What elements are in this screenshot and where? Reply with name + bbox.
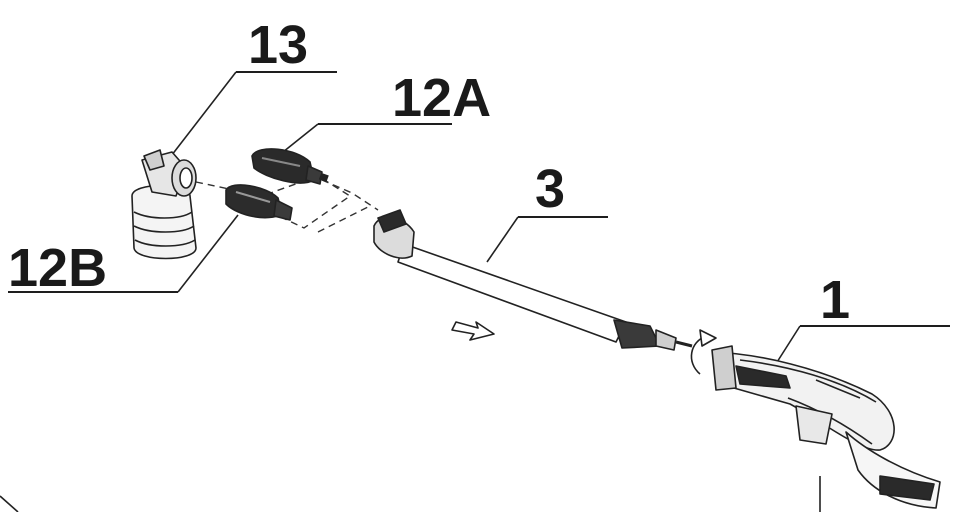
- label-3: 3: [535, 159, 565, 219]
- leader-line-12b: [8, 214, 239, 293]
- label-1: 1: [820, 270, 850, 330]
- leader-line-3: [486, 216, 608, 263]
- foam-bottle: [131, 149, 197, 260]
- extension-lance: [373, 209, 693, 351]
- leader-line-13: [167, 71, 337, 161]
- direction-arrow-icon: [451, 321, 495, 341]
- label-13: 13: [248, 15, 308, 75]
- label-12b: 12B: [8, 238, 107, 298]
- assembly-dashed-lines: [195, 175, 379, 233]
- spray-gun: [711, 345, 941, 509]
- leader-line-1: [771, 325, 950, 371]
- leader-line-12a: [282, 123, 452, 153]
- leader-line-corner: [0, 495, 19, 512]
- nozzle-12a: [251, 148, 329, 185]
- nozzle-12b: [225, 184, 293, 221]
- rotate-indicator-icon: [690, 329, 717, 375]
- label-12a: 12A: [392, 68, 491, 128]
